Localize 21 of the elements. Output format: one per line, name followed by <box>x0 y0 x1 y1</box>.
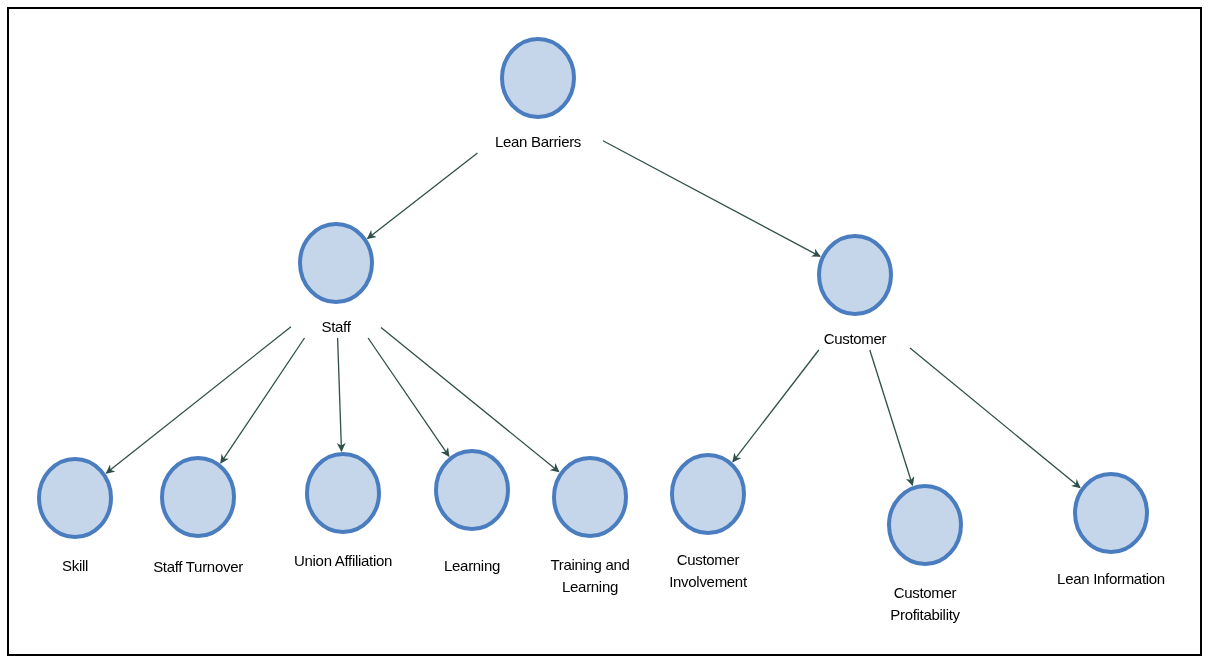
arrow <box>869 349 915 487</box>
arrow <box>336 337 346 452</box>
arrow <box>105 326 292 474</box>
node-label: Staff Turnover <box>153 557 243 577</box>
node-label: Customer <box>823 329 887 349</box>
node-label: Customer Involvement <box>668 550 748 592</box>
node-label: Learning <box>444 556 500 576</box>
arrow <box>909 347 1081 489</box>
node-label: Customer Profitability <box>889 583 961 625</box>
arrow <box>366 152 479 240</box>
node-label: Lean Information <box>1057 569 1165 589</box>
arrow <box>367 337 450 457</box>
node-label: Union Affiliation <box>294 551 392 571</box>
arrow <box>732 349 820 463</box>
node-label: Skill <box>62 556 88 576</box>
arrow <box>602 140 821 258</box>
arrow <box>220 337 306 464</box>
node-label: Lean Barriers <box>494 132 582 152</box>
node-label: Staff <box>321 317 351 337</box>
node-label: Training and Learning <box>549 555 631 597</box>
arrow <box>380 326 560 473</box>
